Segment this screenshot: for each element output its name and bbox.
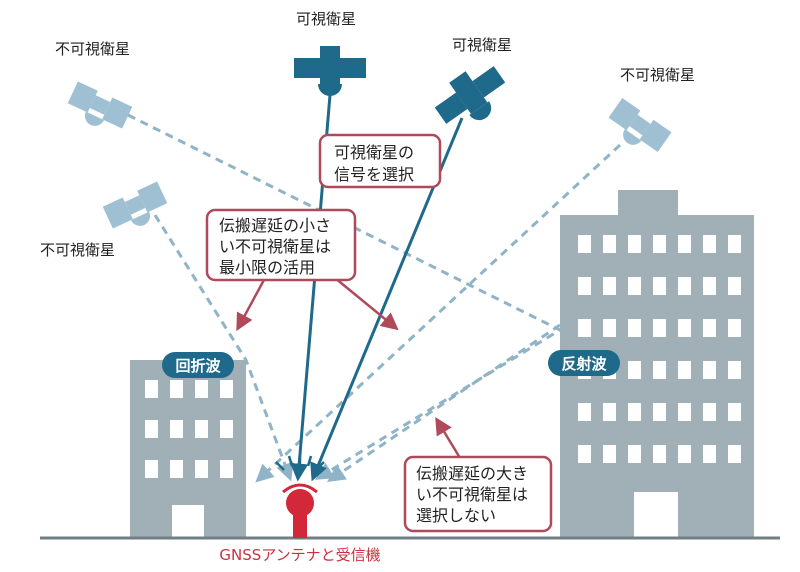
- building-window: [728, 319, 741, 337]
- badge-diffraction: 回折波: [162, 352, 234, 378]
- building-window: [703, 403, 716, 421]
- satellite-icon: [102, 181, 168, 229]
- building-window: [728, 403, 741, 421]
- satellite-label-invisible: 不可視衛星: [40, 241, 115, 259]
- satellite-label-visible: 可視衛星: [452, 36, 512, 54]
- satellite-icon: [608, 97, 672, 153]
- left-building: [130, 360, 246, 538]
- svg-text:選択しない: 選択しない: [416, 506, 496, 525]
- antenna-label: GNSSアンテナと受信機: [219, 546, 380, 564]
- svg-text:最小限の活用: 最小限の活用: [219, 258, 315, 277]
- building-window: [703, 235, 716, 253]
- building-window: [578, 445, 591, 463]
- building-window: [628, 361, 641, 379]
- callout-small-delay: 伝搬遅延の小さ い不可視衛星は 最小限の活用: [205, 208, 357, 282]
- building-window: [728, 235, 741, 253]
- callout-large-delay: 伝搬遅延の大き い不可視衛星は 選択しない: [403, 455, 553, 533]
- building-window: [603, 235, 616, 253]
- building-window: [578, 319, 591, 337]
- building-window: [628, 403, 641, 421]
- callout-select-visible: 可視衛星の 信号を選択: [318, 133, 442, 189]
- badge-reflection: 反射波: [548, 350, 620, 376]
- building-window: [703, 361, 716, 379]
- building-window: [653, 277, 666, 295]
- building-window: [628, 319, 641, 337]
- building-window: [653, 319, 666, 337]
- building-window: [678, 361, 691, 379]
- building-window: [728, 445, 741, 463]
- building-window: [628, 235, 641, 253]
- satellite-icon: [434, 66, 506, 124]
- building-window: [653, 235, 666, 253]
- svg-text:可視衛星の: 可視衛星の: [334, 143, 414, 162]
- building-window: [628, 445, 641, 463]
- building-window: [603, 277, 616, 295]
- building-window: [678, 445, 691, 463]
- building-window: [653, 445, 666, 463]
- svg-text:い不可視衛星は: い不可視衛星は: [416, 485, 528, 504]
- svg-text:伝搬遅延の小さ: 伝搬遅延の小さ: [219, 216, 331, 235]
- building-window: [578, 277, 591, 295]
- building-window: [628, 277, 641, 295]
- svg-text:伝搬遅延の大き: 伝搬遅延の大き: [416, 464, 528, 483]
- gnss-antenna-icon: [282, 483, 318, 538]
- building-window: [603, 319, 616, 337]
- building-window: [603, 403, 616, 421]
- satellite-label-invisible: 不可視衛星: [55, 40, 130, 58]
- callout-arrows: [236, 277, 462, 459]
- invisible-signal-paths: [127, 113, 622, 483]
- building-window: [678, 319, 691, 337]
- building-window: [728, 277, 741, 295]
- svg-text:信号を選択: 信号を選択: [334, 165, 414, 184]
- building-window: [703, 277, 716, 295]
- satellite-label-visible: 可視衛星: [296, 10, 356, 28]
- antenna-burst: [275, 455, 325, 471]
- svg-text:回折波: 回折波: [175, 357, 221, 375]
- building-window: [678, 235, 691, 253]
- building-window: [578, 235, 591, 253]
- svg-text:い不可視衛星は: い不可視衛星は: [219, 237, 331, 256]
- satellite-icon: [294, 46, 366, 96]
- building-window: [653, 361, 666, 379]
- satellite-icon: [67, 81, 133, 129]
- building-window: [678, 403, 691, 421]
- building-window: [678, 277, 691, 295]
- building-window: [653, 403, 666, 421]
- building-window: [603, 445, 616, 463]
- building-window: [578, 403, 591, 421]
- building-window: [728, 361, 741, 379]
- satellite-label-invisible: 不可視衛星: [620, 66, 695, 84]
- building-window: [703, 319, 716, 337]
- svg-text:反射波: 反射波: [561, 355, 607, 373]
- building-window: [703, 445, 716, 463]
- right-building: [560, 190, 754, 538]
